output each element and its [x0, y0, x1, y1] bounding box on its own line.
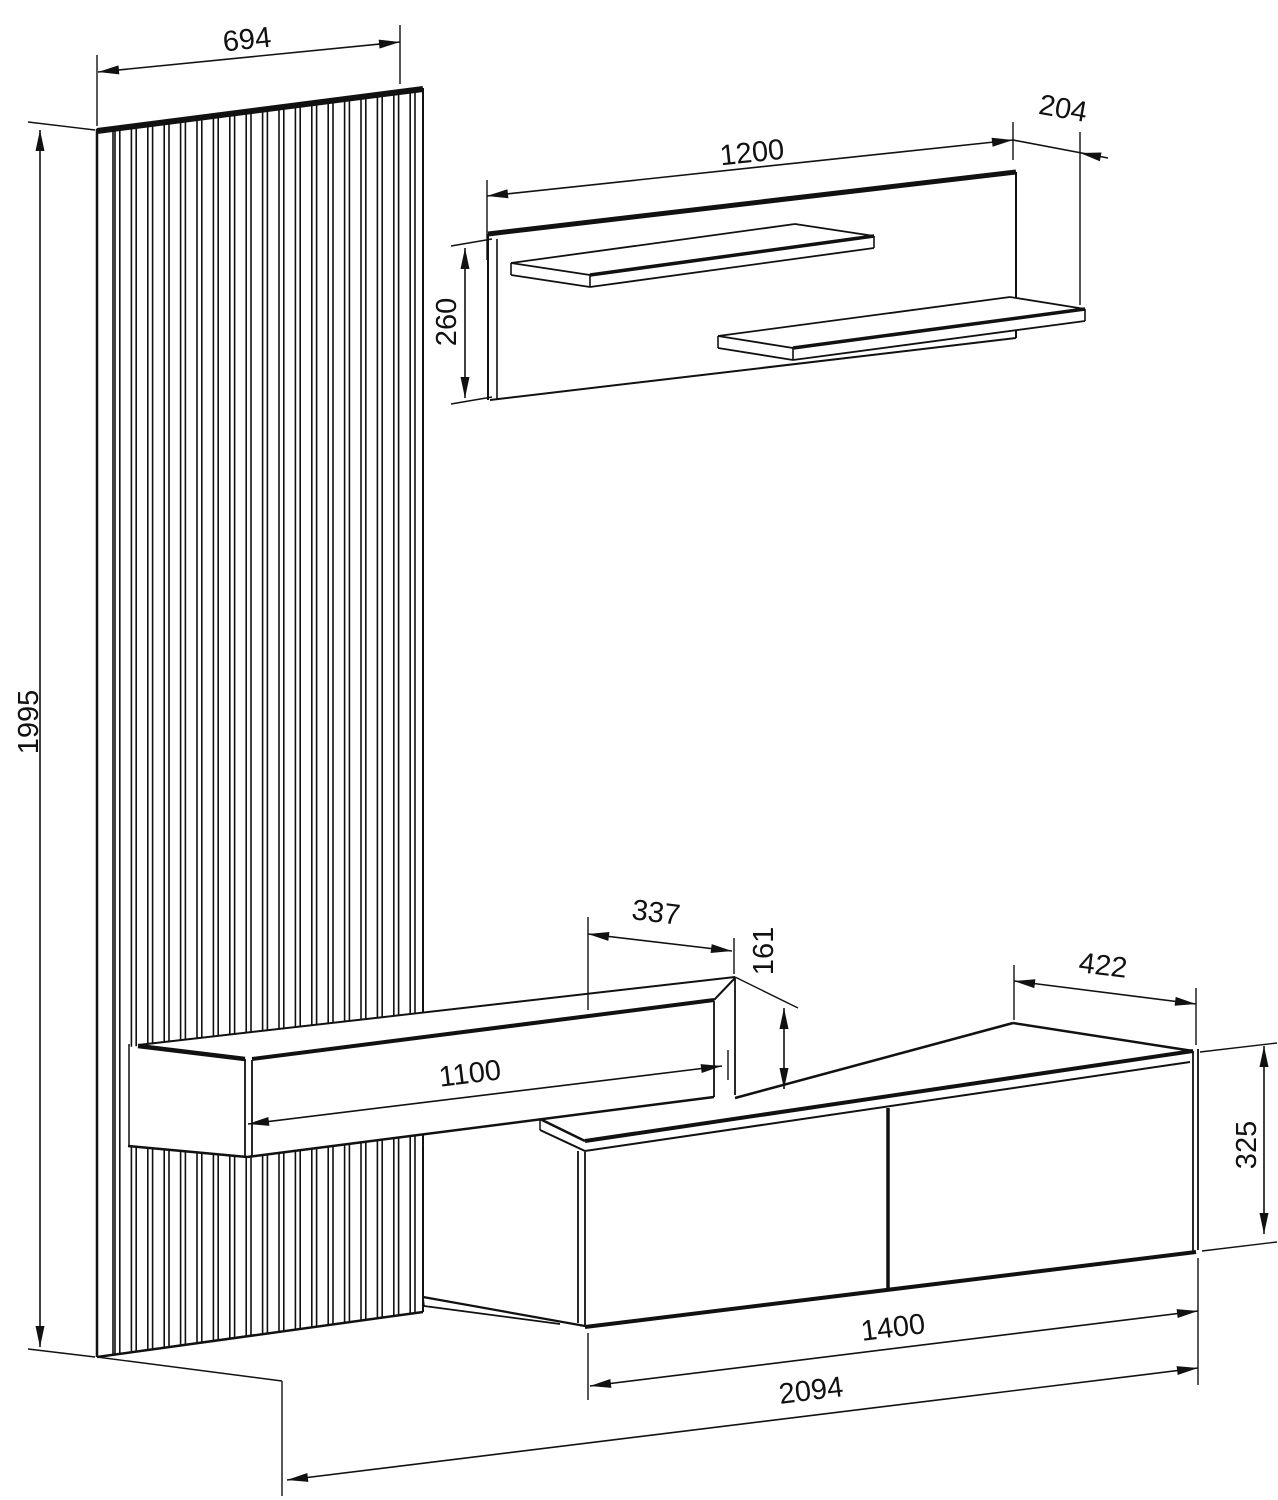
dim-desk-width: 1100 — [437, 1054, 503, 1093]
wall-shelf — [487, 169, 1086, 401]
desk-console — [127, 976, 736, 1159]
dimension-lines — [27, 25, 1278, 1496]
slat-lines — [114, 89, 416, 1355]
dim-tv-height: 325 — [1231, 1121, 1263, 1169]
dim-desk-offset: 161 — [748, 927, 780, 975]
dim-shelf-width: 1200 — [718, 134, 786, 173]
upper-shelf — [510, 223, 875, 288]
dim-shelf-depth: 204 — [1036, 89, 1089, 129]
dimension-labels: 694 1995 1200 204 260 337 161 1100 422 3… — [13, 22, 1263, 1411]
dim-tv-depth: 422 — [1077, 947, 1129, 985]
dim-shelf-height: 260 — [431, 298, 463, 346]
dim-desk-depth: 337 — [630, 894, 682, 932]
slat-panel — [95, 86, 424, 1359]
lower-shelf — [717, 296, 1086, 361]
dim-panel-width: 694 — [221, 22, 272, 59]
dim-total-width: 2094 — [777, 1371, 845, 1411]
dim-panel-height: 1995 — [13, 690, 45, 755]
tv-cabinet — [422, 1021, 1199, 1329]
dim-tv-width: 1400 — [859, 1308, 927, 1348]
